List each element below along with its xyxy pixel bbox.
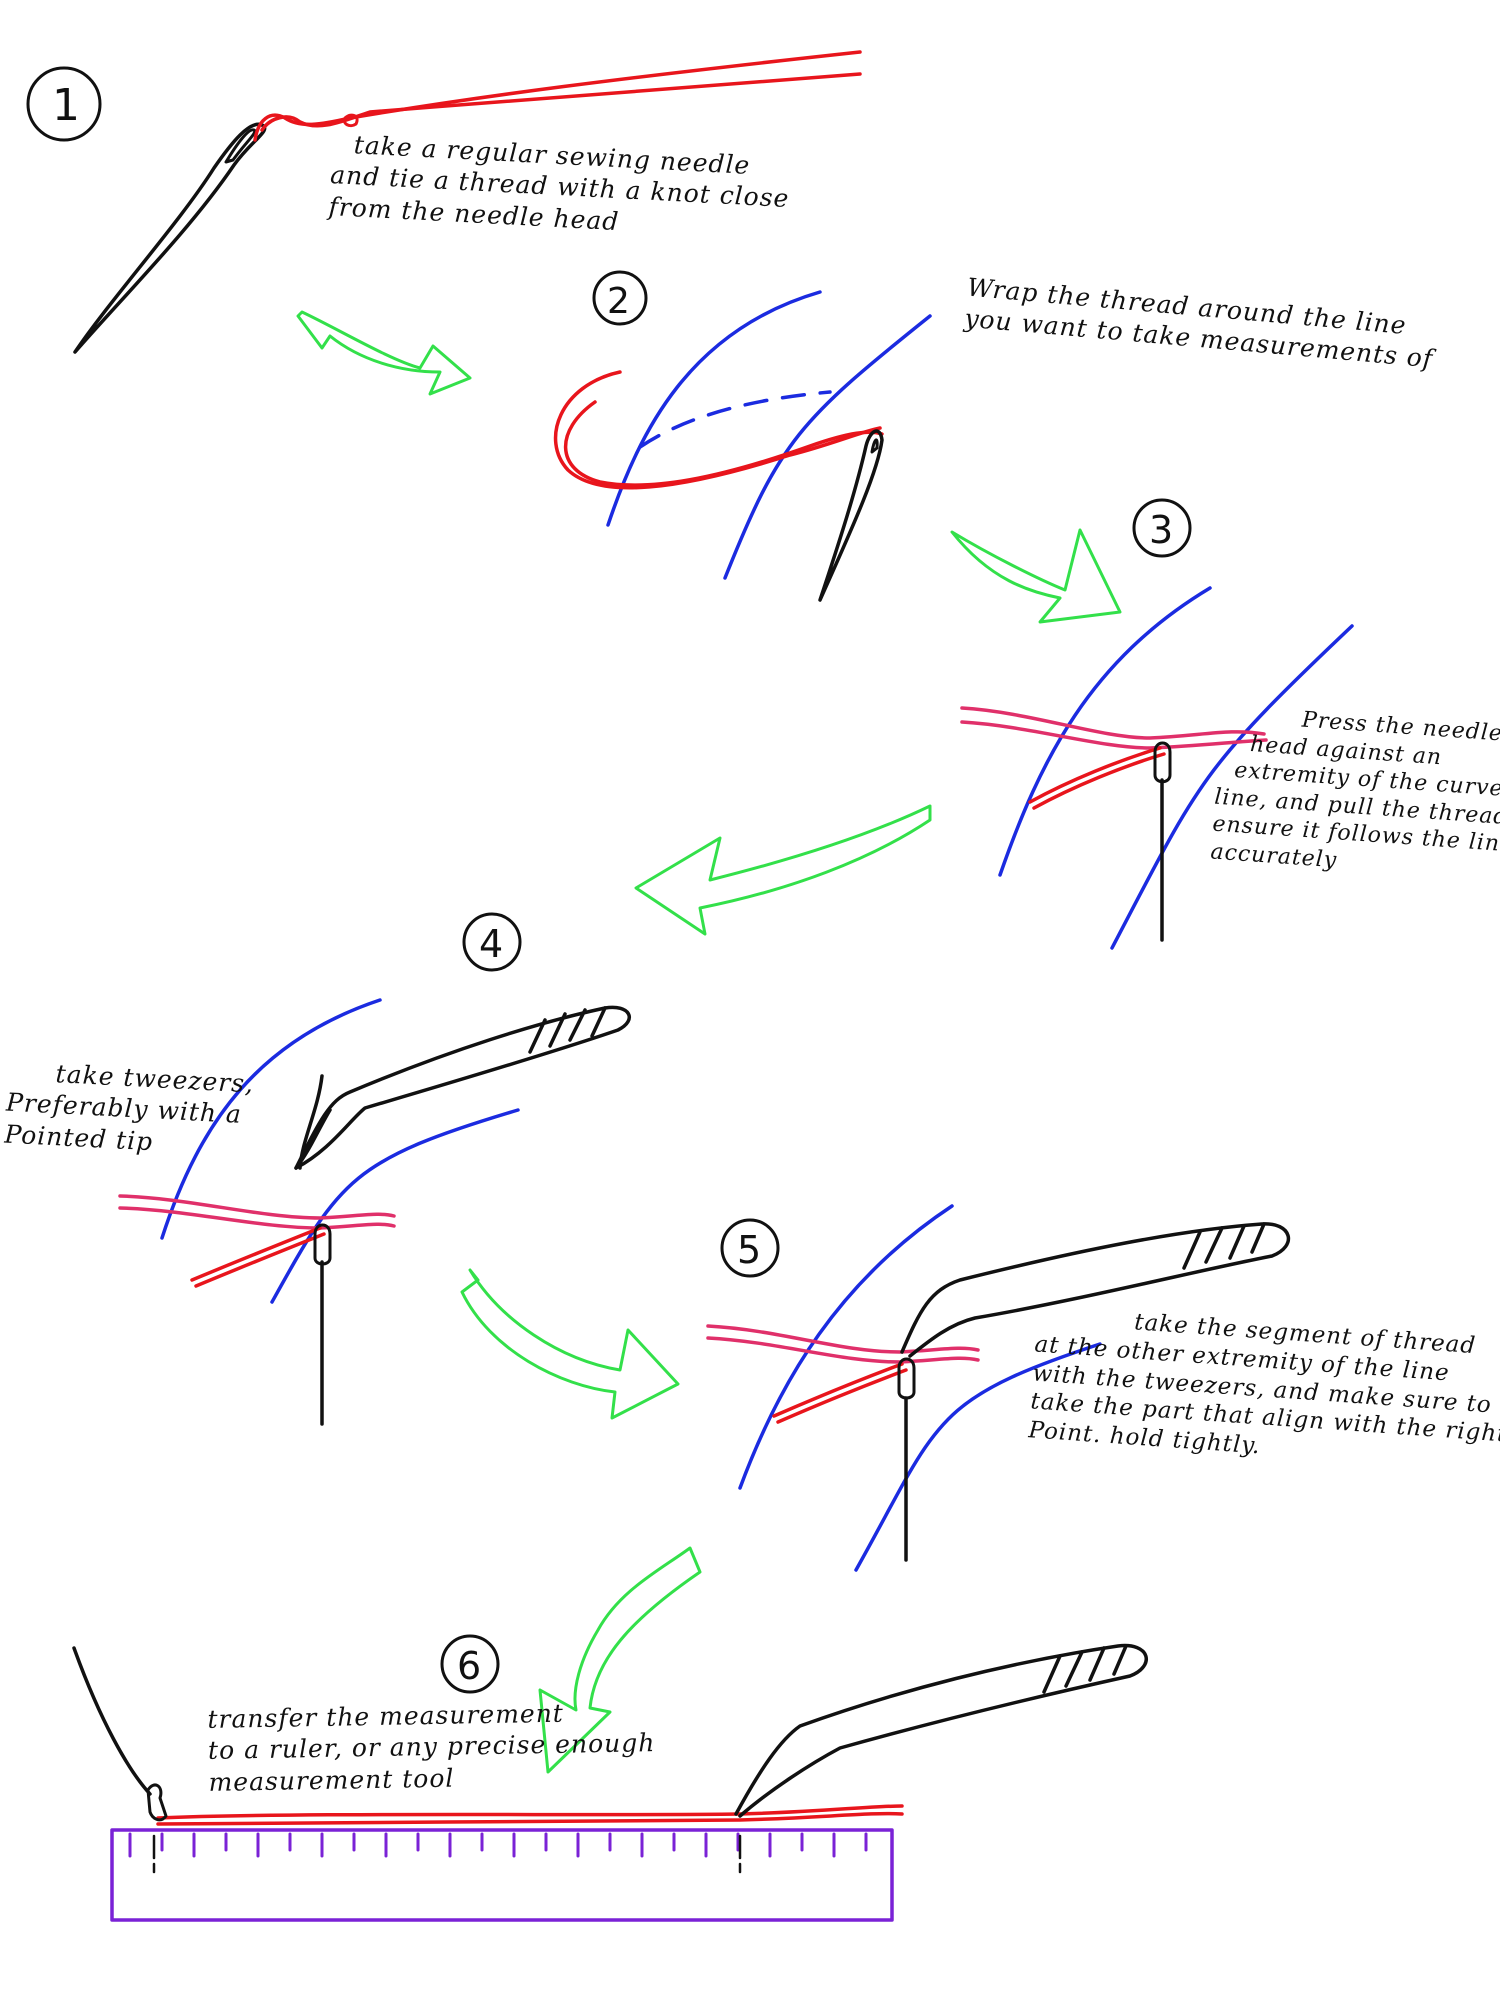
step-1-thread-2 bbox=[260, 72, 862, 132]
step-2-curve-line-left bbox=[606, 290, 822, 527]
arrow-step3-to-step4 bbox=[634, 804, 932, 936]
step-3-circle bbox=[1132, 498, 1192, 558]
step-4-thread-diag bbox=[190, 1226, 322, 1282]
step-4-thread-top bbox=[118, 1194, 396, 1220]
arrow-step1-to-step2 bbox=[296, 310, 472, 396]
step-4-curve-line-left bbox=[160, 998, 382, 1240]
step-6-circle bbox=[440, 1634, 500, 1694]
step-5-circle bbox=[720, 1218, 780, 1278]
step-5-tweezers-grip bbox=[1182, 1222, 1266, 1270]
step-6-note: transfer the measurement to a ruler, or … bbox=[207, 1696, 656, 1798]
step-2-thread-outer bbox=[563, 400, 884, 487]
step-1-needle-icon bbox=[73, 122, 267, 354]
step-6-needle-icon bbox=[72, 1646, 152, 1796]
step-4-tweezers-icon bbox=[294, 1005, 631, 1170]
step-5-needle-eye bbox=[897, 1357, 916, 1400]
step-1-group: 1 bbox=[26, 50, 862, 354]
step-3-thread-top-2 bbox=[960, 720, 1268, 750]
step-4-group: 4 bbox=[118, 912, 631, 1426]
step-4-thread-diag-2 bbox=[194, 1232, 326, 1288]
step-5-thread-diag bbox=[772, 1362, 904, 1418]
step-5-curve-line-right bbox=[854, 1342, 1102, 1572]
step-5-group: 5 bbox=[706, 1204, 1291, 1572]
step-2-needle-eye bbox=[870, 438, 879, 454]
step-1-number: 1 bbox=[52, 80, 80, 131]
arrow-step2-to-step3 bbox=[950, 528, 1122, 624]
step-2-dashed-back bbox=[638, 390, 832, 449]
step-4-circle bbox=[462, 912, 522, 972]
step-4-thread-top-2 bbox=[118, 1206, 396, 1230]
step-6-thread-2 bbox=[156, 1811, 904, 1826]
step-3-curve-line-left bbox=[998, 586, 1212, 877]
step-2-curve-line-right bbox=[723, 314, 932, 580]
step-6-group: 6 bbox=[72, 1634, 1148, 1922]
step-2-circle bbox=[592, 270, 648, 326]
step-2-number: 2 bbox=[607, 281, 630, 322]
step-4-note: take tweezers, Preferably with a Pointed… bbox=[4, 1056, 255, 1163]
step-3-thread-diag bbox=[1028, 746, 1162, 804]
step-5-tweezers-icon bbox=[900, 1222, 1291, 1358]
step-4-tweezers-jaw bbox=[294, 1074, 332, 1170]
arrow-step4-to-step5 bbox=[460, 1268, 680, 1420]
step-5-curve-line-left bbox=[738, 1204, 954, 1490]
step-2-thread-front bbox=[553, 370, 882, 490]
step-1-thread bbox=[253, 50, 862, 142]
step-1-knot bbox=[342, 113, 359, 128]
step-4-needle-eye bbox=[313, 1223, 332, 1266]
step-6-number: 6 bbox=[457, 1644, 481, 1688]
step-6-tweezers-grip bbox=[1042, 1644, 1128, 1694]
step-1-needle-eye bbox=[224, 128, 257, 164]
step-2-needle-icon bbox=[818, 429, 884, 602]
step-6-thread bbox=[156, 1804, 904, 1820]
step-3-note: Press the needle head against an extremi… bbox=[1210, 701, 1500, 888]
step-5-thread-top-2 bbox=[706, 1336, 980, 1364]
step-3-number: 3 bbox=[1149, 508, 1173, 552]
step-4-curve-line-right bbox=[270, 1108, 520, 1304]
step-6-tweezers-icon bbox=[734, 1643, 1148, 1818]
ruler-ticks bbox=[128, 1832, 868, 1858]
step-2-group: 2 bbox=[553, 270, 932, 602]
step-4-number: 4 bbox=[479, 922, 503, 966]
step-5-number: 5 bbox=[737, 1228, 761, 1272]
arrow-step5-to-step6 bbox=[538, 1546, 702, 1774]
ruler-icon bbox=[110, 1828, 894, 1922]
step-3-group: 3 bbox=[960, 498, 1354, 950]
step-5-thread-diag-2 bbox=[776, 1368, 908, 1424]
step-3-needle-eye bbox=[1153, 741, 1172, 784]
step-3-curve-line-right bbox=[1110, 624, 1354, 950]
step-6-needle-eye bbox=[146, 1783, 168, 1822]
step-3-thread-top bbox=[960, 706, 1266, 740]
step-3-thread-diag-2 bbox=[1032, 752, 1166, 810]
step-4-tweezers-grip bbox=[528, 1006, 607, 1054]
step-1-circle bbox=[26, 66, 102, 142]
step-5-thread-top bbox=[706, 1324, 980, 1354]
